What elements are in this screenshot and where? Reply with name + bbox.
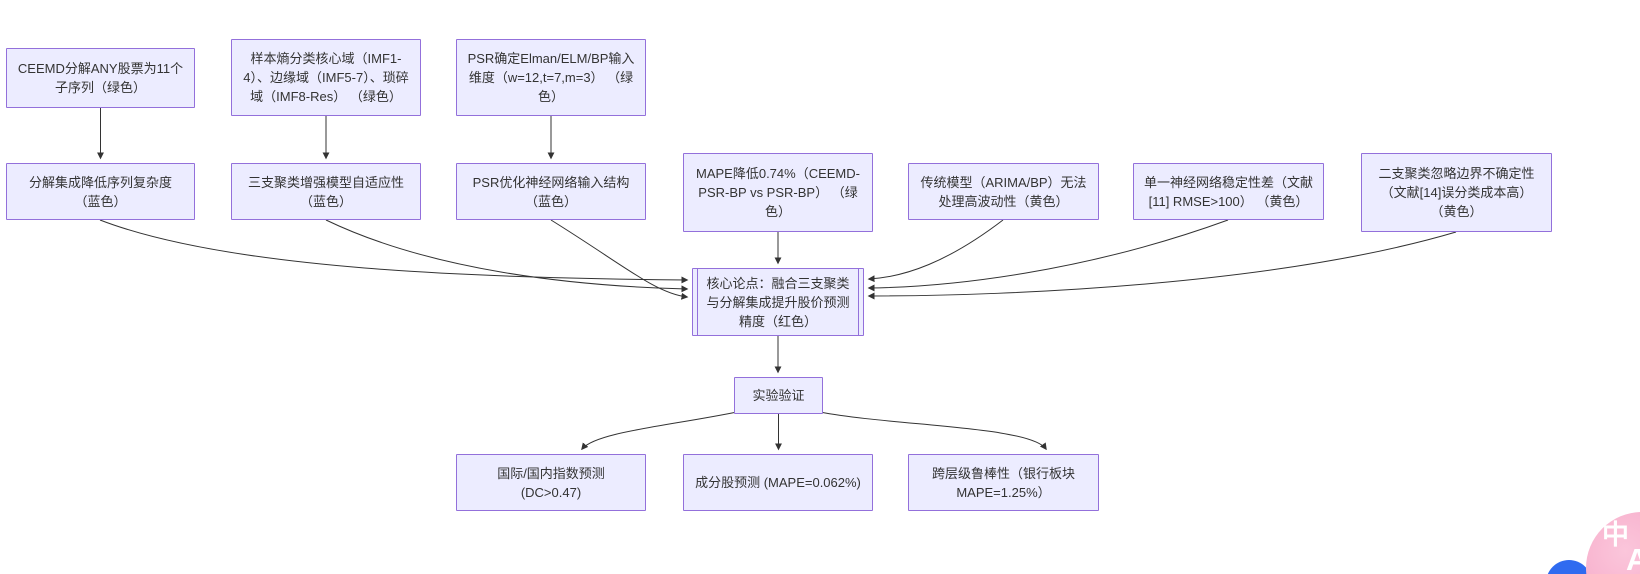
flow-arrow [99, 219, 689, 284]
node-robustness: 跨层级鲁棒性（银行板块MAPE=1.25%） [908, 454, 1099, 511]
node-three-way-adaptive: 三支聚类增强模型自适应性（蓝色） [231, 163, 421, 220]
node-traditional-limit: 传统模型（ARIMA/BP）无法处理高波动性（黄色） [908, 163, 1099, 220]
node-component-forecast: 成分股预测 (MAPE=0.062%) [683, 454, 873, 511]
flow-arrow [867, 219, 1229, 292]
node-index-forecast: 国际/国内指数预测 (DC>0.47) [456, 454, 646, 511]
flow-arrow [867, 231, 1457, 300]
node-experiment: 实验验证 [734, 377, 823, 414]
node-ceemd-decompose: CEEMD分解ANY股票为11个子序列（绿色） [6, 48, 195, 108]
flow-arrows [97, 108, 1457, 451]
node-core-thesis: 核心论点：融合三支聚类与分解集成提升股价预测精度（红色） [692, 268, 864, 336]
node-psr-structure: PSR优化神经网络输入结构（蓝色） [456, 163, 646, 220]
node-single-nn-unstable: 单一神经网络稳定性差（文献[11] RMSE>100） （黄色） [1133, 163, 1324, 220]
translate-icon-zh: 中 [1602, 520, 1629, 550]
node-mape-reduce: MAPE降低0.74%（CEEMD-PSR-BP vs PSR-BP） （绿色） [683, 153, 873, 232]
node-sample-entropy: 样本熵分类核心域（IMF1-4）、边缘域（IMF5-7）、琐碎域（IMF8-Re… [231, 39, 421, 116]
node-two-way-limit: 二支聚类忽略边界不确定性（文献[14]误分类成本高）（黄色） [1361, 153, 1552, 232]
flow-arrow [867, 219, 1004, 283]
node-decompose-complexity: 分解集成降低序列复杂度（蓝色） [6, 163, 195, 220]
flow-arrow [581, 411, 738, 451]
bottom-toolbar-peek[interactable] [1546, 560, 1592, 574]
translate-button[interactable]: 中 A [1586, 512, 1640, 574]
flow-arrow [325, 219, 689, 293]
flow-arrow [550, 219, 689, 300]
translate-icon-en: A [1626, 542, 1640, 574]
node-psr-dimension: PSR确定Elman/ELM/BP输入维度（w=12,t=7,m=3） （绿色） [456, 39, 646, 116]
flow-arrow [819, 411, 1047, 451]
